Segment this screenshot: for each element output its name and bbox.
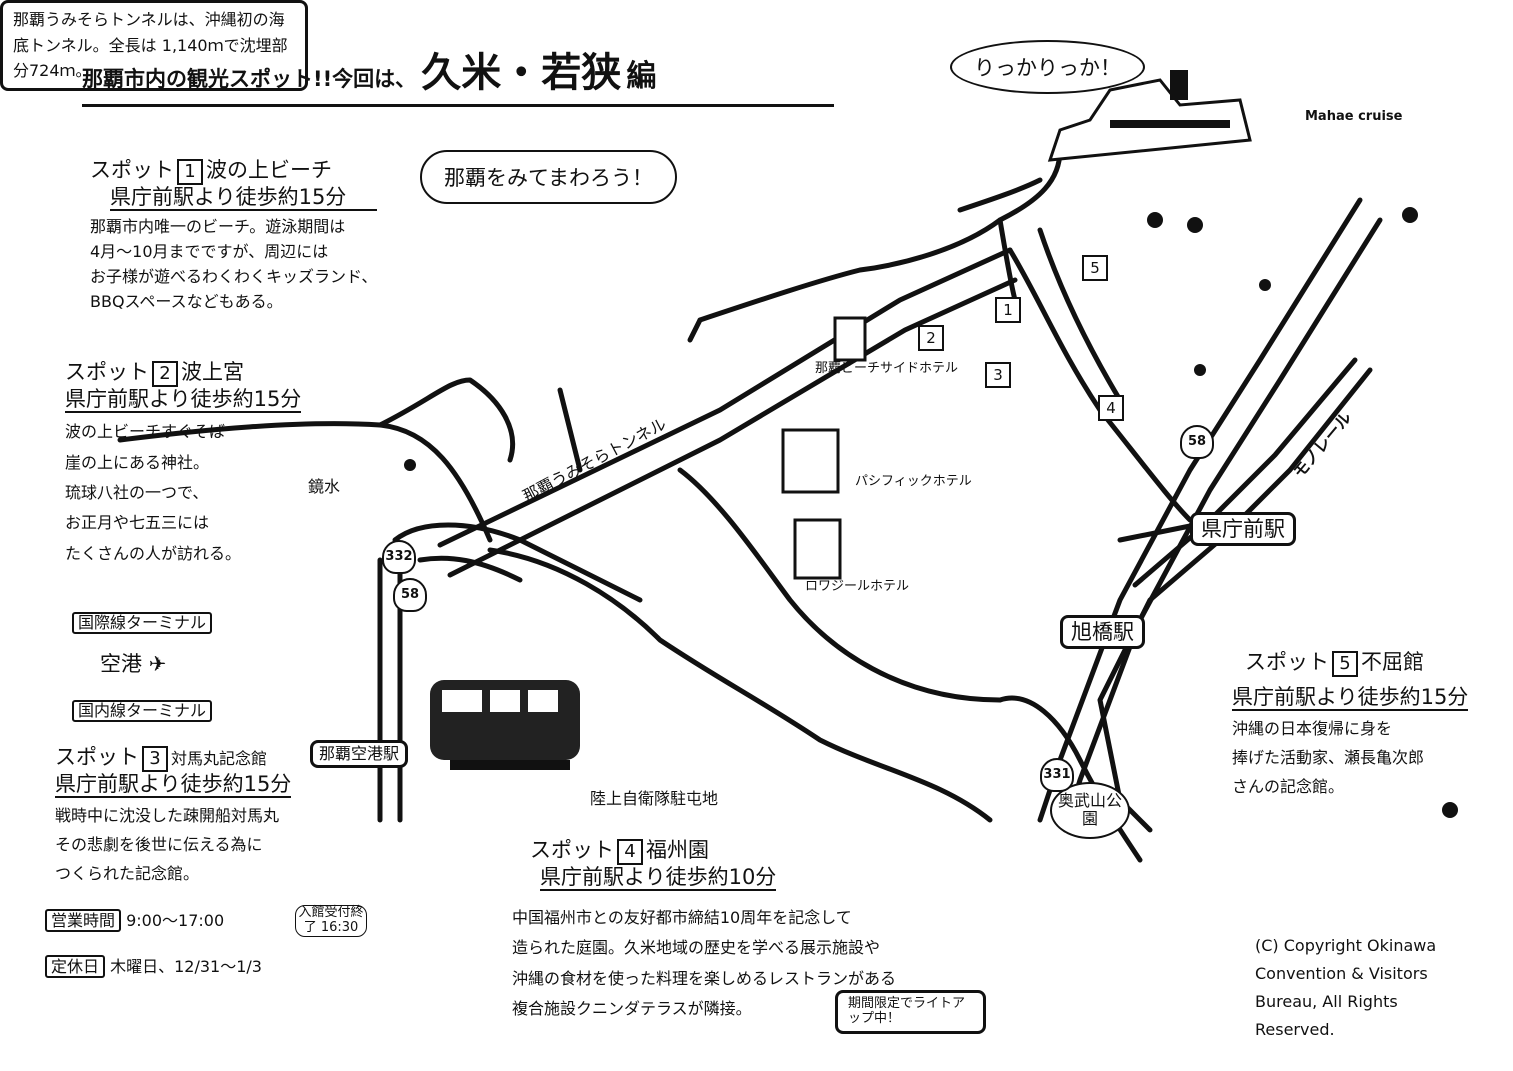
airport-label: 空港 ✈ (100, 652, 166, 676)
spot-2-desc-line: 琉球八社の一つで、 (65, 482, 209, 502)
airport-text: 空港 (100, 652, 142, 676)
title-prefix: 那覇市内の観光スポット!!今回は、 (82, 67, 417, 91)
spot-4-label: スポット (530, 838, 614, 862)
hours-label: 営業時間 (45, 909, 122, 932)
spot-4-desc-line: 中国福州市との友好都市締結10周年を記念して (512, 908, 852, 927)
tunnel-road (437, 247, 1013, 548)
route-shield: 58 (1180, 425, 1214, 459)
ship-brand: Mahae cruise (1305, 109, 1403, 124)
spot-2-desc-line: たくさんの人が訪れる。 (65, 543, 242, 563)
spot-1-name: 波の上ビーチ (206, 158, 332, 182)
royal-hotel-label: ロワジールホテル (805, 579, 910, 594)
spot-5-body: 県庁前駅より徒歩約15分 沖縄の日本復帰に身を 捧げた活動家、瀬長亀次郎 さんの… (1232, 685, 1469, 802)
kencho-station: 県庁前駅 (1190, 512, 1296, 547)
spot-5-num: 5 (1332, 651, 1358, 677)
spot-1-desc-line: BBQスペースなどもある。 (90, 291, 283, 311)
page-title: 那覇市内の観光スポット!!今回は、 久米・若狭 編 (82, 40, 834, 107)
spot-5-desc-line: 捧げた活動家、瀬長亀次郎 (1232, 747, 1425, 767)
spot-2-desc-line: 崖の上にある神社。 (65, 452, 210, 472)
spot-3-name: 対馬丸記念館 (171, 749, 268, 768)
spot-5-name: 不屈館 (1361, 650, 1424, 674)
area-label: 鏡水 (308, 477, 341, 496)
asahibashi-station: 旭橋駅 (1060, 615, 1145, 650)
domestic-terminal-label: 国内線ターミナル (72, 700, 213, 723)
last-entry: 入館受付終了 16:30 (295, 905, 367, 937)
spot-5-desc-line: 沖縄の日本復帰に身を (1232, 719, 1393, 739)
map-marker-2: 2 (918, 325, 944, 351)
hours-value: 9:00～17:00 (126, 911, 225, 930)
route-shield: 58 (393, 578, 427, 612)
closed-label: 定休日 (45, 955, 106, 978)
spot-4-desc: 中国福州市との友好都市締結10周年を記念して 造られた庭園。久米地域の歴史を学べ… (512, 903, 896, 1025)
spot-1-desc-line: 那覇市内唯一のビーチ。遊泳期間は (90, 217, 346, 237)
pacific-hotel-building (781, 428, 840, 494)
intl-terminal-label: 国際線ターミナル (72, 612, 213, 635)
airplane-icon: ✈ (148, 652, 167, 676)
spot-5-desc-line: さんの記念館。 (1232, 776, 1345, 796)
lightup-note: 期間限定でライトアップ中！ (835, 990, 986, 1034)
copyright-line: (C) Copyright Okinawa (1255, 936, 1437, 955)
spot-5-access: 県庁前駅より徒歩約15分 (1232, 685, 1469, 712)
spot-1-access: 県庁前駅より徒歩約15分 (110, 185, 378, 212)
spot-4-desc-line: 沖縄の食材を使った料理を楽しめるレストランがある (512, 968, 897, 988)
copyright-line: Convention & Visitors (1255, 964, 1428, 983)
spot-2-access: 県庁前駅より徒歩約15分 (65, 387, 302, 414)
copyright-line: Bureau, All Rights (1255, 992, 1398, 1011)
spot-2-desc-line: お正月や七五三には (65, 513, 210, 533)
closed-value: 木曜日、12/31～1/3 (110, 957, 262, 976)
coastline (117, 421, 493, 543)
map-marker-4: 4 (1098, 395, 1124, 421)
ship (1047, 70, 1252, 162)
spot-4-name: 福州園 (646, 838, 709, 862)
spot-4-desc-line: 造られた庭園。久米地域の歴史を学べる展示施設や (512, 938, 881, 958)
title-suffix: 編 (626, 59, 657, 94)
royal-hotel-building (793, 518, 842, 580)
spot-5-label: スポット (1245, 650, 1329, 674)
spot-4-access: 県庁前駅より徒歩約10分 (540, 865, 777, 892)
spot-3-desc-line: その悲劇を後世に伝える為に (55, 834, 263, 854)
spot-2-name: 波上宮 (181, 360, 244, 384)
ship-bubble: りっかりっか！ (950, 40, 1145, 94)
map-marker-5: 5 (1082, 255, 1108, 281)
spot-3-access: 県庁前駅より徒歩約15分 (55, 772, 292, 799)
spot-3-hours: 営業時間 9:00～17:00 (45, 909, 225, 932)
spot-3-num: 3 (142, 746, 168, 772)
spot-2-label: スポット (65, 360, 149, 384)
tunnel-note: 那覇うみそらトンネルは、沖縄初の海底トンネル。全長は 1,140ｍで沈埋部分72… (0, 0, 308, 91)
spot-4-num: 4 (617, 839, 643, 865)
map-marker-3: 3 (985, 362, 1011, 388)
route-shield: 332 (382, 540, 416, 574)
spot-1-desc-line: お子様が遊べるわくわくキッズランド、 (90, 266, 378, 286)
spot-4-desc-line: 複合施設クニンダテラスが隣接。 (512, 999, 752, 1019)
route-shield: 331 (1040, 758, 1074, 792)
spot-3-desc-line: つくられた記念館。 (55, 863, 200, 883)
spot-3-desc-line: 戦時中に沈没した疎開船対馬丸 (55, 806, 280, 826)
copyright-line: Reserved. (1255, 1020, 1335, 1039)
pacific-hotel-label: パシフィックホテル (855, 474, 972, 489)
spot-3-closed: 定休日 木曜日、12/31～1/3 (45, 955, 262, 978)
beach-hotel-label: 那覇ビーチサイドホテル (815, 361, 959, 376)
title-main: 久米・若狭 (421, 50, 622, 96)
spot-2-desc-line: 波の上ビーチすぐそば (65, 422, 226, 442)
map-marker-1: 1 (995, 297, 1021, 323)
tour-bubble: 那覇をみてまわろう！ (420, 150, 677, 204)
spot-2-num: 2 (152, 361, 178, 387)
spot-1-label: スポット (90, 158, 174, 182)
spot-1-desc-line: 4月～10月までですが、周辺には (90, 241, 329, 261)
monorail-train (430, 680, 580, 770)
spot-1-num: 1 (177, 159, 203, 185)
spot-3-label: スポット (55, 745, 139, 769)
airport-station: 那覇空港駅 (310, 740, 409, 769)
copyright: (C) Copyright Okinawa Convention & Visit… (1255, 932, 1436, 1044)
beach-hotel-building (833, 316, 867, 362)
jsdf-label: 陸上自衛隊駐屯地 (590, 789, 719, 808)
